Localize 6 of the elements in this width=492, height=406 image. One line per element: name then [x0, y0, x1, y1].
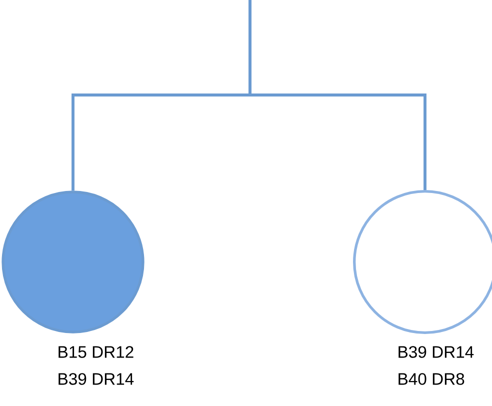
haplotype-label: B15 DR12 [58, 346, 134, 358]
individual-circle [2, 190, 144, 334]
haplotype-label: B39 DR14 [58, 373, 134, 385]
haplotype-label: B40 DR8 [398, 373, 464, 385]
pedigree-line [248, 0, 426, 190]
haplotype-label: B39 DR14 [398, 346, 474, 358]
